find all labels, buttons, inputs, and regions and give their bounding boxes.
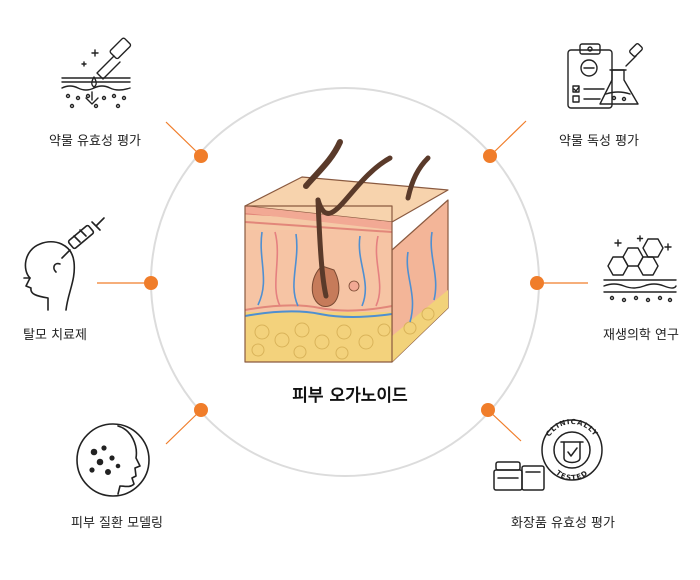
center-title: 피부 오가노이드 (292, 386, 408, 406)
clipboard-flask-icon (567, 43, 643, 109)
node-dot-3 (144, 276, 158, 290)
head-syringe-icon (23, 217, 105, 311)
node-dot-5 (194, 403, 208, 417)
face-spots-icon (76, 423, 150, 497)
node-label-skin-disease: 피부 질환 모델링 (71, 516, 163, 531)
node-label-cosmetics: 화장품 유효성 평가 (511, 516, 615, 531)
connectors (97, 120, 588, 445)
node-dot-2 (483, 149, 497, 163)
connector-5 (165, 409, 202, 445)
stamp-top-text: CLINICALLY (544, 418, 599, 438)
connector-1 (165, 121, 202, 157)
node-label-hair-loss: 탈모 치료제 (23, 328, 87, 343)
node-dot-4 (530, 276, 544, 290)
node-label-drug-efficacy: 약물 유효성 평가 (49, 134, 141, 149)
node-label-drug-toxicity: 약물 독성 평가 (558, 134, 640, 149)
node-dot-1 (194, 149, 208, 163)
node-dots (144, 149, 544, 417)
dropper-skin-icon (61, 37, 132, 109)
connector-6 (487, 409, 522, 442)
cosmetics-tested-icon (493, 419, 603, 491)
node-dot-6 (481, 403, 495, 417)
connector-2 (489, 120, 527, 157)
skin-cross-section-illustration (244, 139, 449, 363)
node-label-regenerative: 재생의학 연구 (603, 328, 679, 343)
stamp-bottom-text: TESTED (554, 469, 589, 482)
hexagon-cells-icon (603, 235, 677, 303)
